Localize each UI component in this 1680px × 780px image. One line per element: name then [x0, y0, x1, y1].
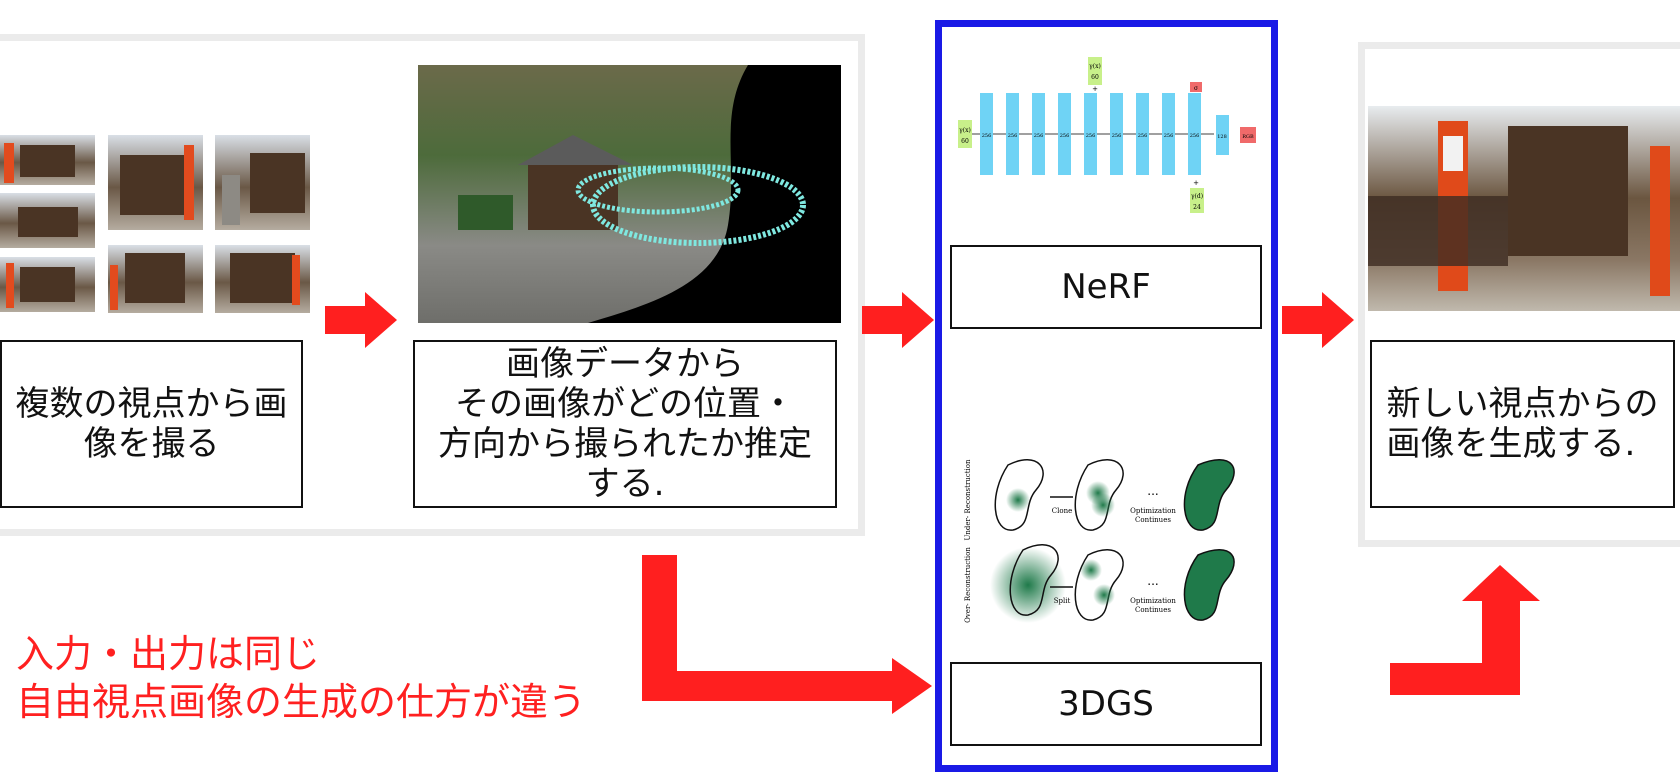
method-frame: [935, 20, 1278, 772]
mlp-layer-dim: 256: [1112, 133, 1122, 139]
mlp-input-dim: 60: [961, 138, 969, 145]
gs-opt-1a: Optimization: [1130, 507, 1176, 515]
mlp-layer-dim: 256: [1190, 133, 1200, 139]
mlp-layer: [980, 93, 993, 175]
mlp-layer: [1084, 93, 1097, 175]
arrow-pose-to-3dgs: [642, 555, 932, 714]
mlp-rgb-label: RGB: [1242, 134, 1254, 140]
capture-step-box: 複数の視点から画 像を撮る: [0, 340, 303, 508]
gs-row1-label: Under- Reconstruction: [964, 459, 972, 540]
mlp-plus-top: +: [1092, 85, 1098, 93]
pose-step-box: 画像データから その画像がどの位置・ 方向から撮られたか推定 する.: [413, 340, 837, 508]
gs-ellipsis-2: ...: [1147, 574, 1158, 588]
mlp-layer: [1162, 93, 1175, 175]
mlp-layer: [1188, 93, 1201, 175]
gs-opt-2a: Optimization: [1130, 597, 1176, 605]
mlp-dir-label: γ(d): [1191, 193, 1203, 200]
nerf-label: NeRF: [1061, 267, 1151, 307]
arrow-nerf-to-output: [1282, 292, 1354, 348]
mlp-layer: [1006, 93, 1019, 175]
mlp-skip-dim: 60: [1091, 74, 1099, 81]
arrow-capture-to-pose: [325, 292, 397, 348]
mlp-small-dim: 128: [1217, 134, 1227, 140]
photo-thumb: [0, 135, 95, 185]
mlp-layer-dim: 256: [1138, 133, 1148, 139]
mlp-layer: [1058, 93, 1071, 175]
gs-opt-1b: Continues: [1135, 516, 1171, 524]
gs-box: 3DGS: [950, 662, 1262, 746]
capture-step-label: 複数の視点から画 像を撮る: [15, 384, 288, 464]
mlp-layer-dim: 256: [1034, 133, 1044, 139]
mlp-layer: [1110, 93, 1123, 175]
sfm-reconstruction-image: [418, 65, 841, 323]
mlp-dir-dim: 24: [1193, 204, 1201, 211]
multi-view-photos: [0, 135, 310, 313]
mlp-layer-dim: 256: [1008, 133, 1018, 139]
comparison-note: 入力・出力は同じ 自由視点画像の生成の仕方が違う: [16, 632, 587, 724]
mlp-layer-dim: 256: [1086, 133, 1096, 139]
pose-step-label: 画像データから その画像がどの位置・ 方向から撮られたか推定 する.: [438, 344, 812, 504]
mlp-layer: [1032, 93, 1045, 175]
nerf-box: NeRF: [950, 245, 1262, 329]
gs-clone-label: Clone: [1052, 507, 1072, 515]
render-step-label: 新しい視点からの 画像を生成する.: [1386, 384, 1659, 464]
mlp-skip-label: γ(x): [1089, 63, 1101, 70]
mlp-plus-bottom: +: [1193, 179, 1199, 187]
gs-row2-label: Over- Reconstruction: [964, 547, 972, 623]
arrow-3dgs-to-output: [1390, 565, 1540, 695]
mlp-layer-dim: 256: [982, 133, 992, 139]
mlp-layer: [1136, 93, 1149, 175]
nerf-mlp-diagram: γ(x) 60 256 256 256 256 256 256 256 256 256 γ(x)…: [958, 57, 1256, 213]
mlp-sigma-label: σ: [1194, 85, 1198, 92]
gs-split-label: Split: [1054, 597, 1071, 605]
arrow-pose-to-nerf: [862, 292, 934, 348]
mlp-input-label: γ(x): [959, 127, 971, 134]
gs-opt-2b: Continues: [1135, 606, 1171, 614]
render-step-box: 新しい視点からの 画像を生成する.: [1370, 340, 1675, 508]
gs-densification-diagram: Under- Reconstruction Over- Reconstructi…: [964, 459, 1235, 623]
gs-ellipsis-1: ...: [1147, 484, 1158, 498]
mlp-layer-dim: 256: [1164, 133, 1174, 139]
mlp-layer-dim: 256: [1060, 133, 1070, 139]
novel-view-image: [1368, 106, 1680, 311]
gs-label: 3DGS: [1058, 684, 1154, 724]
